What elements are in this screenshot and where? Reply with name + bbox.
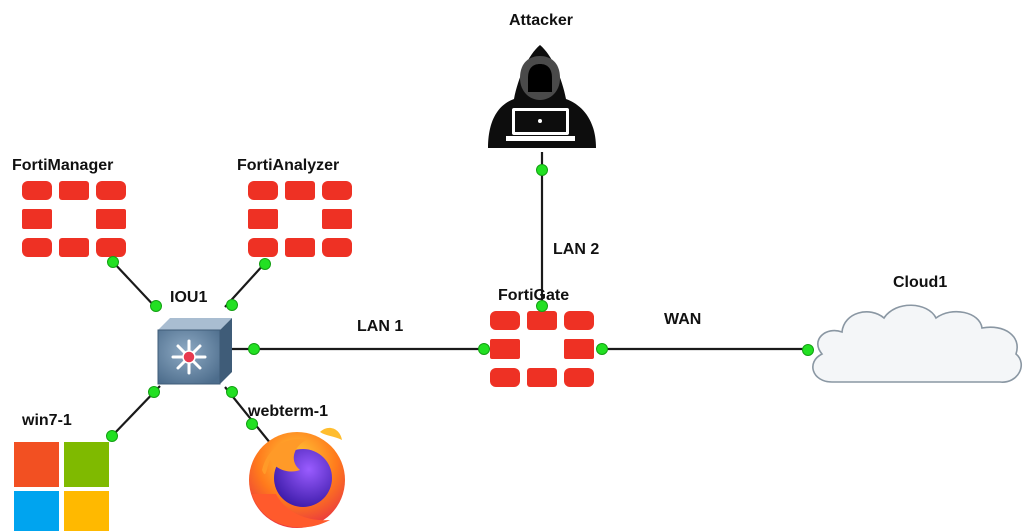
win7-label: win7-1 [21, 412, 72, 429]
port-win7[interactable] [106, 430, 118, 442]
fortimanager-node[interactable]: FortiManager [12, 157, 126, 257]
webterm-node[interactable]: webterm-1 [247, 403, 345, 528]
links [111, 152, 808, 450]
port-iou1-fortianalyzer[interactable] [226, 299, 238, 311]
fortigate-label: FortiGate [498, 287, 569, 304]
port-attacker[interactable] [536, 164, 548, 176]
webterm-label: webterm-1 [247, 403, 328, 420]
fortinet-logo-icon [490, 311, 594, 387]
ports [106, 164, 814, 442]
port-fortigate-lan2[interactable] [536, 300, 548, 312]
port-cloud1[interactable] [802, 344, 814, 356]
cloud1-node[interactable]: Cloud1 [812, 274, 1022, 383]
port-fortianalyzer[interactable] [259, 258, 271, 270]
switch-icon [157, 318, 232, 385]
fortianalyzer-node[interactable]: FortiAnalyzer [237, 157, 352, 257]
attacker-label: Attacker [509, 12, 573, 29]
iou1-label: IOU1 [170, 289, 207, 306]
fortinet-logo-icon [248, 181, 352, 257]
firefox-icon [249, 427, 345, 528]
port-iou1-lan1[interactable] [248, 343, 260, 355]
win7-node[interactable]: win7-1 [14, 412, 109, 531]
link-label-lan1: LAN 1 [357, 318, 403, 335]
fortinet-logo-icon [22, 181, 126, 257]
fortimanager-label: FortiManager [12, 157, 113, 174]
port-iou1-fortimanager[interactable] [150, 300, 162, 312]
windows-logo-icon [14, 442, 109, 531]
attacker-node[interactable]: Attacker [488, 12, 596, 148]
port-iou1-win7[interactable] [148, 386, 160, 398]
fortianalyzer-label: FortiAnalyzer [237, 157, 339, 174]
link-fortimanager-iou1[interactable] [112, 261, 159, 311]
link-label-lan2: LAN 2 [553, 241, 599, 258]
iou1-node[interactable]: IOU1 [157, 289, 232, 385]
port-webterm[interactable] [246, 418, 258, 430]
port-fortigate-wan[interactable] [596, 343, 608, 355]
port-fortigate-lan1[interactable] [478, 343, 490, 355]
port-fortimanager[interactable] [107, 256, 119, 268]
hooded-attacker-icon [488, 45, 596, 148]
fortigate-node[interactable]: FortiGate [490, 287, 594, 387]
cloud-icon [812, 304, 1022, 383]
cloud1-label: Cloud1 [893, 274, 947, 291]
link-label-wan: WAN [664, 311, 701, 328]
port-iou1-webterm[interactable] [226, 386, 238, 398]
